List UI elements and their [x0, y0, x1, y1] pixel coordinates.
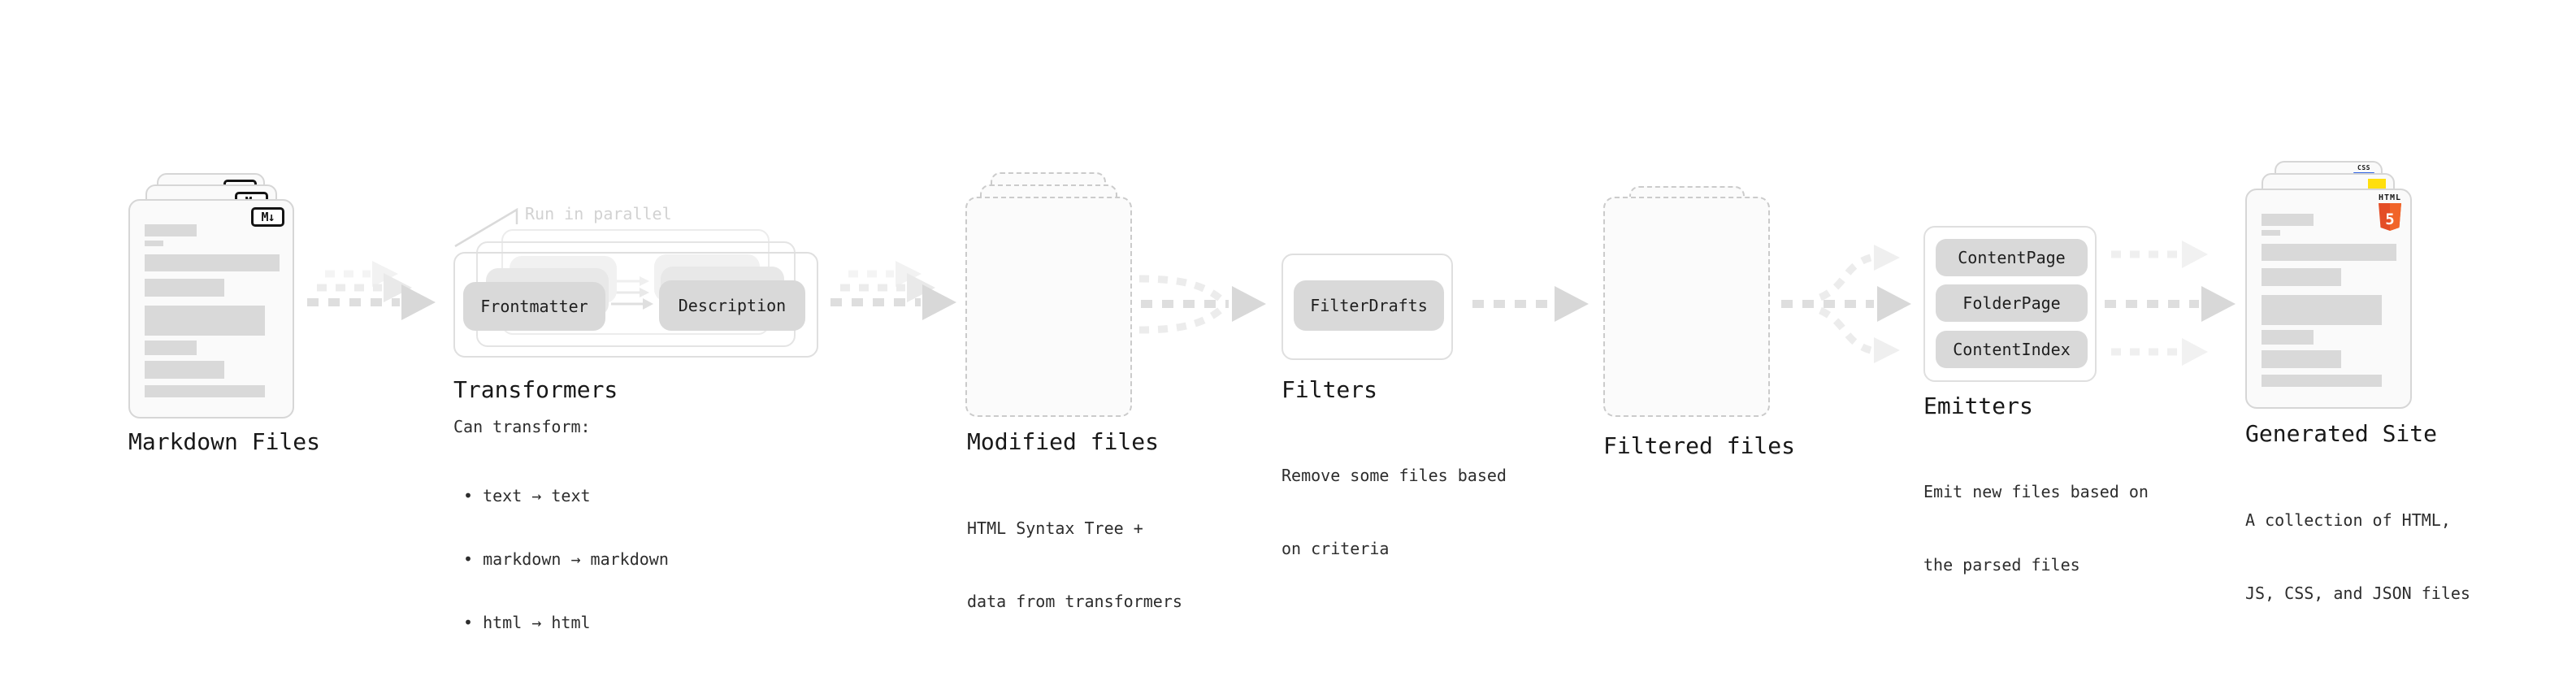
js-icon	[2368, 179, 2386, 190]
description-line: on criteria	[1281, 539, 1390, 558]
modified-file-card-front	[965, 197, 1132, 417]
arrow-modified-to-filters	[1138, 275, 1266, 334]
modified-files-label: Modified files	[967, 428, 1160, 455]
arrow-markdown-to-transformers	[307, 261, 436, 320]
emitters-label: Emitters	[1923, 393, 2033, 419]
html5-icon: HTML 5	[2378, 194, 2402, 231]
filters-label: Filters	[1281, 376, 1378, 403]
description-line: HTML Syntax Tree +	[967, 518, 1143, 538]
description-chip: Description	[659, 280, 805, 331]
stage-markdown-files: M↓ M↓ M↓	[128, 173, 294, 419]
arrow-filters-to-filtered	[1472, 286, 1589, 322]
markdown-file-card-front: M↓	[128, 199, 294, 419]
filtered-files-label: Filtered files	[1603, 432, 1796, 459]
markdown-icon: M↓	[251, 207, 284, 227]
svg-text:5: 5	[2385, 210, 2394, 228]
description-line: data from transformers	[967, 592, 1182, 611]
transformer-box-front: Frontmatter Description	[453, 252, 818, 358]
transformers-description-heading: Can transform:	[453, 417, 591, 436]
stage-emitters-box: ContentPage FolderPage ContentIndex	[1923, 226, 2097, 382]
run-in-parallel-annotation: Run in parallel	[525, 204, 672, 223]
modified-files-description: HTML Syntax Tree + data from transformer…	[967, 467, 1182, 662]
stage-generated-site: CSS HTML 5	[2245, 161, 2412, 409]
frontmatter-chip: Frontmatter	[463, 282, 605, 331]
arrow-filtered-to-emitters	[1781, 245, 1911, 363]
stage-modified-files	[965, 172, 1132, 417]
description-line: Remove some files based	[1281, 466, 1507, 485]
generated-site-label: Generated Site	[2245, 420, 2438, 447]
arrow-transformers-to-modified	[830, 261, 956, 320]
transformers-description-bullets: • text → text • markdown → markdown • ht…	[453, 443, 669, 675]
stage-transformers: Frontmatter Description	[453, 229, 818, 358]
filters-description: Remove some files based on criteria	[1281, 414, 1507, 609]
generated-site-description: A collection of HTML, JS, CSS, and JSON …	[2245, 459, 2470, 654]
stage-filters-box: FilterDrafts	[1281, 254, 1453, 360]
emitters-description: Emit new files based on the parsed files	[1923, 431, 2149, 626]
description-line: JS, CSS, and JSON files	[2245, 583, 2470, 603]
description-line: • text → text	[463, 486, 591, 505]
html5-icon-label: HTML	[2378, 193, 2402, 202]
generated-file-card-html: HTML 5	[2245, 189, 2412, 409]
description-line: • html → html	[463, 613, 591, 632]
filterdrafts-chip: FilterDrafts	[1294, 280, 1444, 331]
description-line: • markdown → markdown	[463, 549, 669, 569]
css-icon-label: CSS	[2357, 164, 2370, 171]
html5-shield: 5	[2379, 203, 2401, 231]
contentindex-chip: ContentIndex	[1936, 331, 2088, 368]
arrow-emitters-to-generated	[2105, 241, 2236, 366]
description-line: Emit new files based on	[1923, 482, 2149, 501]
contentpage-chip: ContentPage	[1936, 239, 2088, 276]
filtered-file-card-front	[1603, 197, 1770, 417]
markdown-files-label: Markdown Files	[128, 428, 321, 455]
folderpage-chip: FolderPage	[1936, 284, 2088, 322]
stage-filtered-files	[1603, 186, 1770, 417]
transformers-label: Transformers	[453, 376, 618, 403]
description-line: the parsed files	[1923, 555, 2080, 575]
description-line: A collection of HTML,	[2245, 510, 2451, 530]
